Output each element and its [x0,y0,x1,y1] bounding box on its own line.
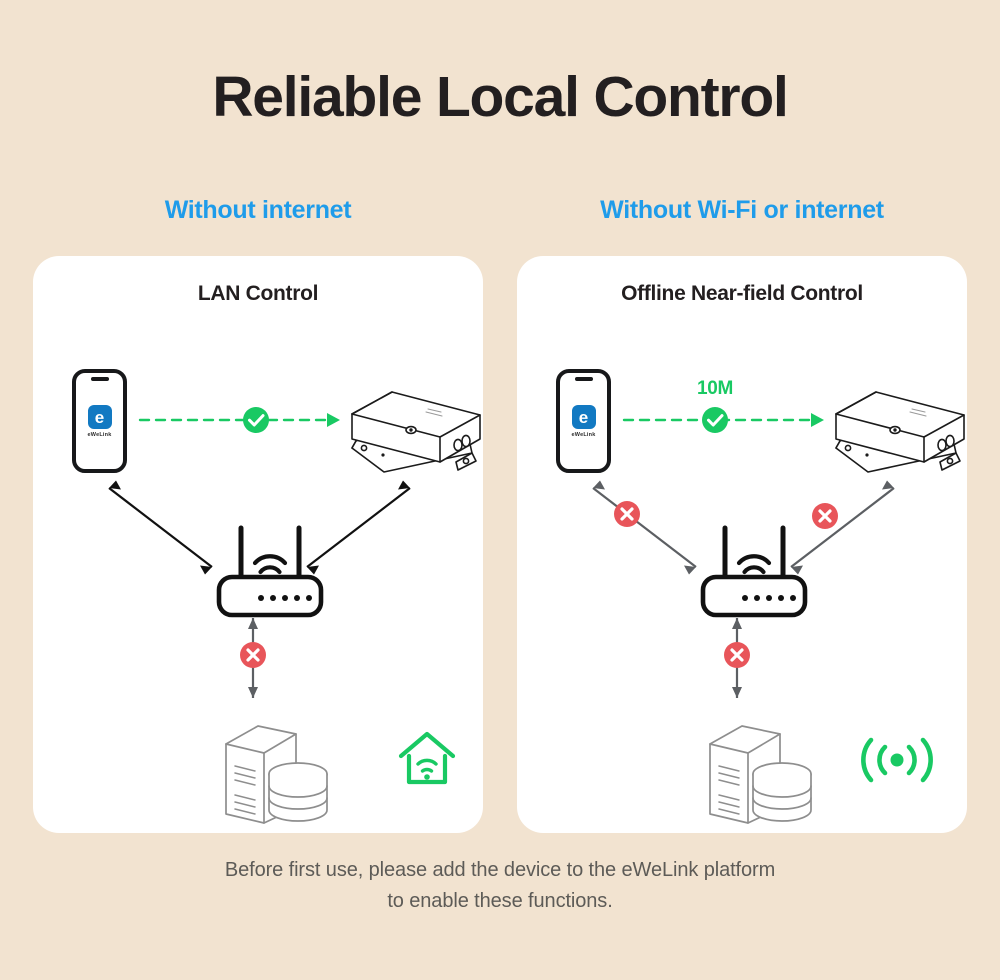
ewelink-app-label: eWeLink [87,432,112,438]
connection-phone-device-right [622,413,824,427]
cloud-server-illustration-right [709,725,812,824]
router-illustration-right [700,525,808,618]
card-offline-near-field-control: Offline Near-field Control e eWeLink 10M [517,256,967,833]
cloud-server-illustration-left [225,725,328,824]
connection-router-device-left [306,480,411,575]
connection-phone-router-right [592,480,697,575]
router-illustration-left [216,525,324,618]
relay-device-illustration-right [835,391,965,473]
diagram-layer-left [108,391,481,824]
distance-label-10m: 10M [696,378,734,399]
check-circle-icon-left [243,407,269,433]
subheading-right: Without Wi-Fi or internet [600,196,884,224]
phone-mockup-left: e eWeLink [72,369,127,473]
phone-notch-icon [90,377,109,381]
blocked-x-icon-router-server-right [724,642,750,668]
subheading-left: Without internet [164,196,352,224]
footer-note: Before first use, please add the device … [0,855,1000,917]
connection-phone-router-left [108,480,213,575]
phone-mockup-right: e eWeLink [556,369,611,473]
page-title: Reliable Local Control [212,65,789,129]
diagram-layer-right [592,391,965,824]
ewelink-app-icon: e [87,405,112,429]
card-title-left: LAN Control [197,282,319,305]
blocked-x-icon-router-device-right [812,503,838,529]
phone-notch-icon [574,377,593,381]
ewelink-app-icon: e [571,405,596,429]
home-wifi-icon-left [398,731,456,785]
relay-device-illustration-left [351,391,481,473]
connection-phone-device-left [138,413,340,427]
blocked-x-icon-router-server-left [240,642,266,668]
broadcast-signal-icon-right [861,737,933,783]
connection-router-device-right [790,480,895,575]
check-circle-icon-right [702,407,728,433]
card-lan-control: LAN Control e eWeLink [33,256,483,833]
blocked-x-icon-phone-router-right [614,501,640,527]
card-title-right: Offline Near-field Control [621,282,863,305]
ewelink-app-label: eWeLink [571,432,596,438]
footer-line-1: Before first use, please add the device … [224,859,776,881]
footer-line-2: to enable these functions. [387,890,613,912]
